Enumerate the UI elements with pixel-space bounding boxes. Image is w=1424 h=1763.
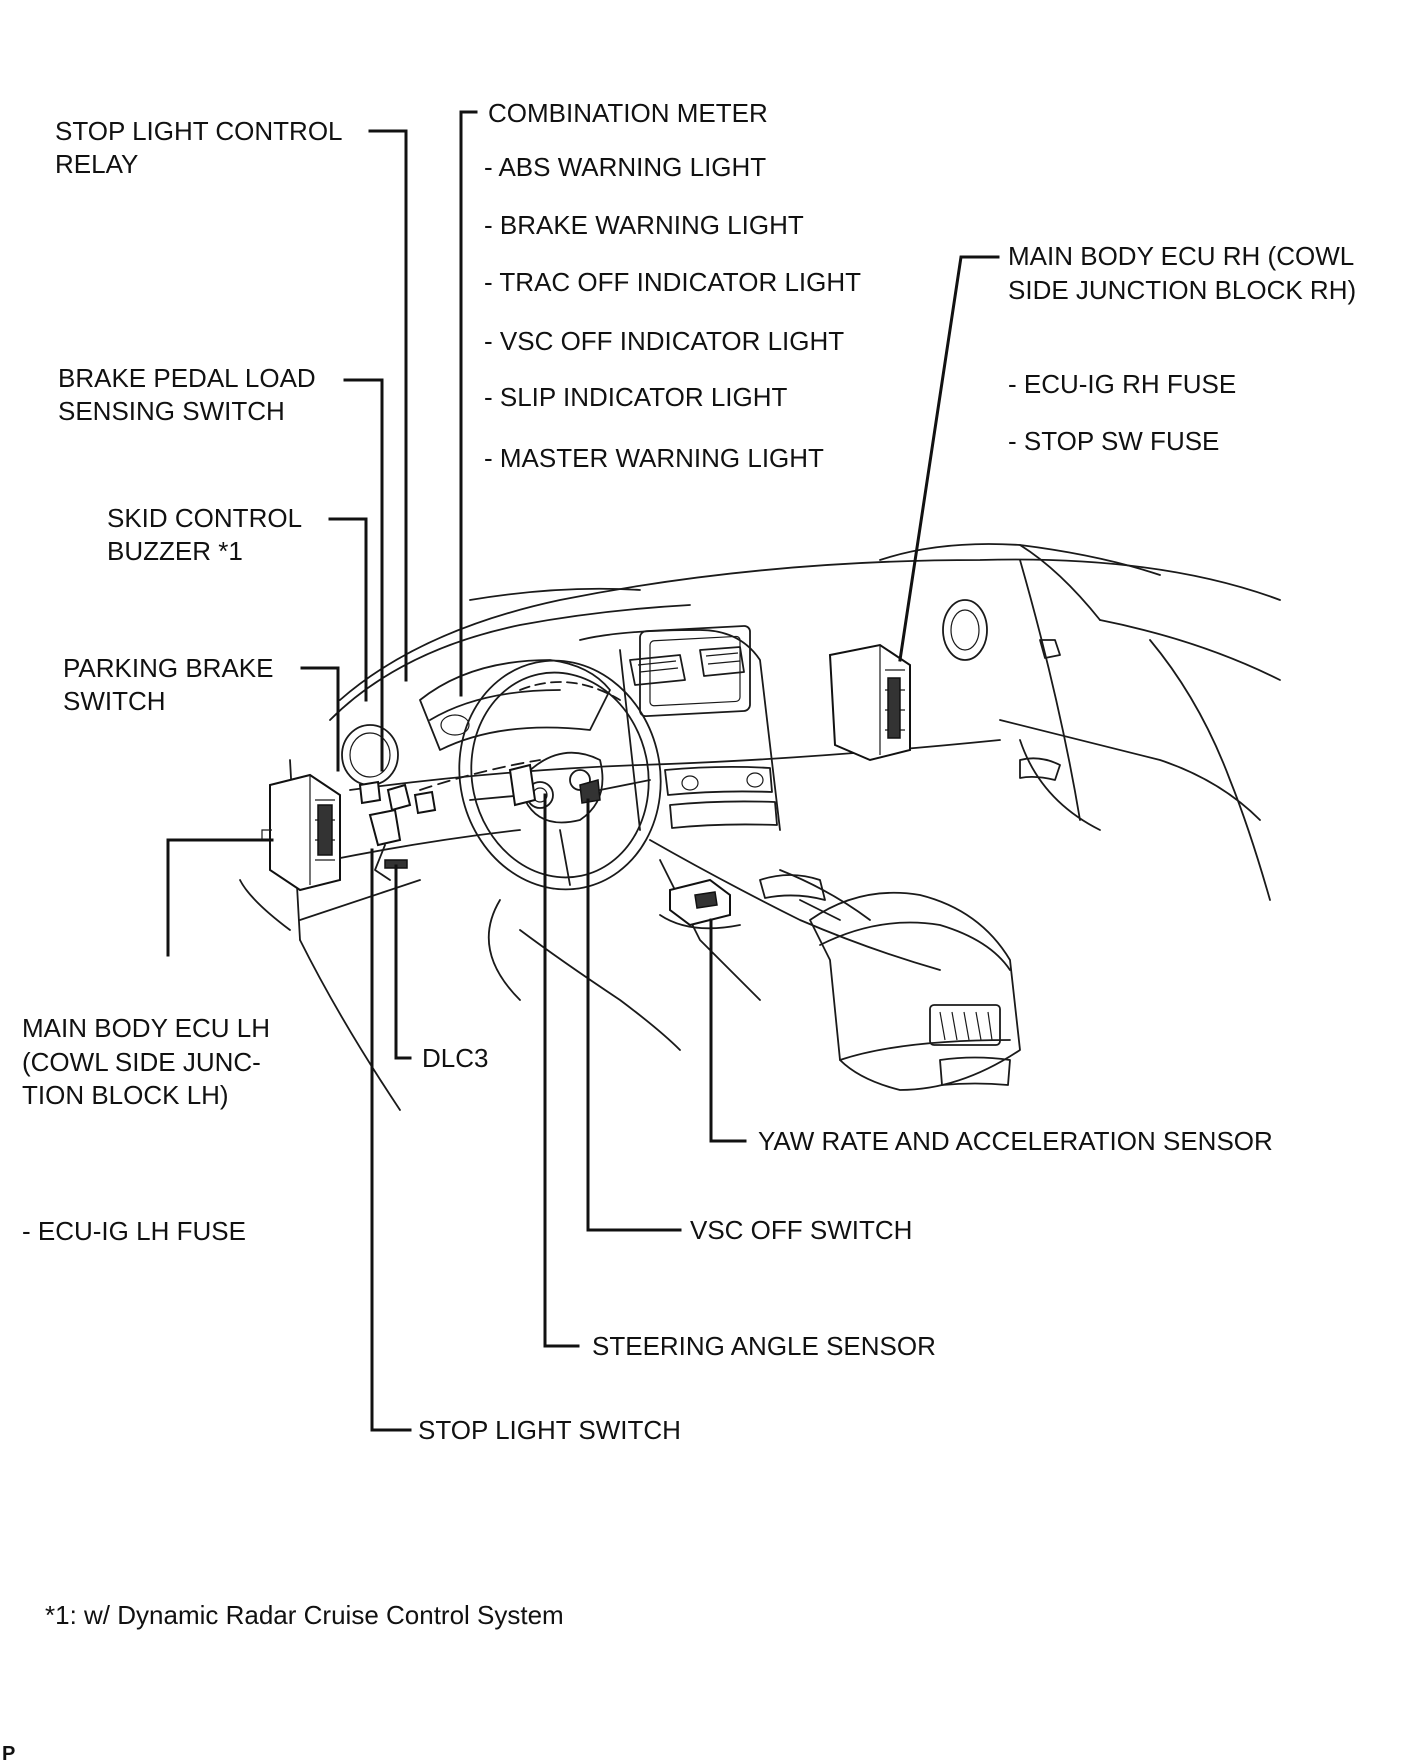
yaw-rate-sensor-label: YAW RATE AND ACCELERATION SENSOR	[758, 1126, 1273, 1156]
dlc3-label: DLC3	[422, 1043, 488, 1073]
main-body-ecu-lh-label-3: TION BLOCK LH)	[22, 1080, 229, 1110]
callout-skid-control-buzzer: SKID CONTROL BUZZER *1	[107, 503, 302, 566]
footnote: *1: w/ Dynamic Radar Cruise Control Syst…	[45, 1600, 564, 1630]
main-body-ecu-lh-label-2: (COWL SIDE JUNC-	[22, 1047, 261, 1077]
callout-brake-pedal-load-sensing-switch: BRAKE PEDAL LOAD SENSING SWITCH	[58, 363, 316, 426]
stop-light-switch-label: STOP LIGHT SWITCH	[418, 1415, 681, 1445]
vsc-off-switch-label: VSC OFF SWITCH	[690, 1215, 912, 1245]
corner-mark: P	[2, 1743, 15, 1763]
combination-meter-item: - SLIP INDICATOR LIGHT	[484, 382, 788, 412]
main-body-ecu-lh-label-1: MAIN BODY ECU LH	[22, 1013, 270, 1043]
steering-angle-sensor-part	[508, 763, 537, 807]
main-body-ecu-rh-item: - STOP SW FUSE	[1008, 426, 1219, 456]
combination-meter-label: COMBINATION METER	[488, 98, 768, 128]
steering-angle-sensor-label: STEERING ANGLE SENSOR	[592, 1331, 936, 1361]
main-body-ecu-lh-part	[261, 773, 341, 892]
callout-main-body-ecu-lh: MAIN BODY ECU LH (COWL SIDE JUNC- TION B…	[22, 1013, 270, 1246]
parking-brake-switch-label-2: SWITCH	[63, 686, 166, 716]
brake-pedal-load-sensing-switch-label-2: SENSING SWITCH	[58, 396, 285, 426]
main-body-ecu-lh-item: - ECU-IG LH FUSE	[22, 1216, 246, 1246]
stop-light-control-relay-label-1: STOP LIGHT CONTROL	[55, 116, 343, 146]
combination-meter-item: - VSC OFF INDICATOR LIGHT	[484, 326, 844, 356]
main-body-ecu-rh-part	[828, 643, 911, 762]
callout-main-body-ecu-rh: MAIN BODY ECU RH (COWL SIDE JUNCTION BLO…	[1008, 241, 1356, 456]
combination-meter-item: - MASTER WARNING LIGHT	[484, 443, 824, 473]
skid-control-buzzer-label-1: SKID CONTROL	[107, 503, 302, 533]
main-body-ecu-rh-label-1: MAIN BODY ECU RH (COWL	[1008, 241, 1354, 271]
vsc-off-switch-part	[579, 779, 601, 804]
callout-stop-light-control-relay: STOP LIGHT CONTROL RELAY	[55, 116, 343, 179]
cluster-connectors	[358, 780, 437, 815]
dashboard-illustration	[239, 543, 1281, 1111]
skid-control-buzzer-label-2: BUZZER *1	[107, 536, 243, 566]
leader-lines	[166, 110, 1000, 1432]
combination-meter-item: - TRAC OFF INDICATOR LIGHT	[484, 267, 861, 297]
combination-meter-item: - ABS WARNING LIGHT	[484, 152, 766, 182]
yaw-rate-sensor-part	[659, 878, 741, 930]
combination-meter-item: - BRAKE WARNING LIGHT	[484, 210, 804, 240]
stop-light-control-relay-label-2: RELAY	[55, 149, 138, 179]
callout-combination-meter: COMBINATION METER - ABS WARNING LIGHT - …	[484, 98, 861, 473]
parking-brake-switch-label-1: PARKING BRAKE	[63, 653, 273, 683]
callout-parking-brake-switch: PARKING BRAKE SWITCH	[63, 653, 273, 716]
brake-pedal-load-sensing-switch-label-1: BRAKE PEDAL LOAD	[58, 363, 316, 393]
main-body-ecu-rh-label-2: SIDE JUNCTION BLOCK RH)	[1008, 275, 1356, 305]
main-body-ecu-rh-item: - ECU-IG RH FUSE	[1008, 369, 1236, 399]
stop-light-switch-part	[368, 808, 402, 881]
